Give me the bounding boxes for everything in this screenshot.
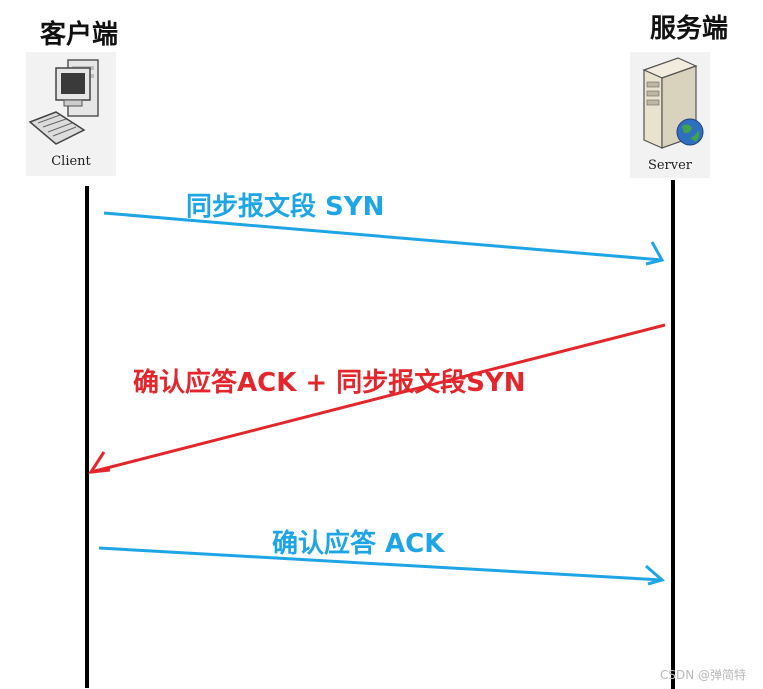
- server-title: 服务端: [650, 14, 729, 44]
- syn-ack-label: 确认应答ACK + 同步报文段SYN: [133, 368, 526, 398]
- watermark: CSDN @弹简特: [660, 668, 747, 682]
- computer-icon: [28, 59, 99, 145]
- server-machine-icon: Server: [630, 52, 710, 178]
- syn-ack-arrow: [88, 323, 666, 474]
- ack-label: 确认应答 ACK: [272, 529, 445, 559]
- client-caption: Client: [51, 154, 91, 169]
- server-icon: [642, 57, 704, 149]
- syn-arrow: [103, 211, 665, 266]
- client-computer-icon: Client: [26, 52, 116, 176]
- syn-label: 同步报文段 SYN: [186, 192, 385, 222]
- server-caption: Server: [647, 158, 693, 173]
- client-title: 客户端: [40, 20, 119, 50]
- ack-arrow: [98, 546, 666, 586]
